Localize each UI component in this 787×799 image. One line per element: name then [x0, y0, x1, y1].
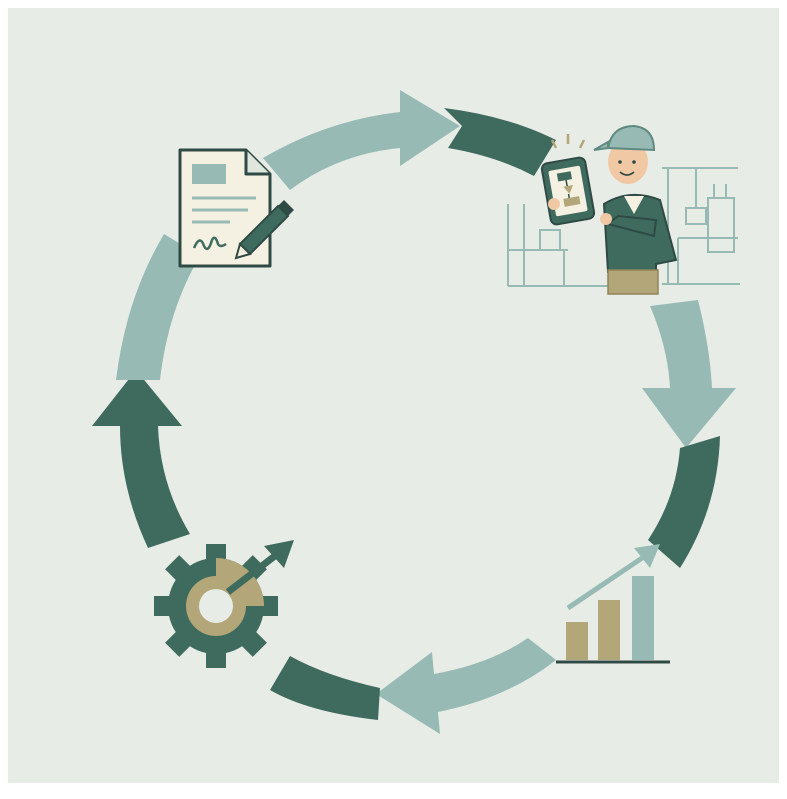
- gear-arrow-icon: [225, 540, 294, 595]
- arrow-worker-to-chart: [642, 300, 736, 568]
- arrow-document-to-worker: [263, 90, 556, 190]
- bar-chart-growth-icon: [556, 544, 670, 664]
- cycle-diagram-svg: [92, 90, 740, 734]
- gear-with-arrow-icon: [154, 540, 294, 668]
- worker-with-tablet-icon: [507, 124, 740, 295]
- growth-arrow-icon: [566, 544, 660, 611]
- tablet-icon: [540, 156, 596, 226]
- signed-document-icon: [178, 148, 294, 268]
- pen-icon: [234, 200, 294, 260]
- factory-background-icon: [507, 167, 740, 287]
- arrow-gear-to-document: [92, 234, 200, 548]
- arrow-chart-to-gear: [270, 638, 556, 734]
- cycle-diagram: [8, 8, 779, 783]
